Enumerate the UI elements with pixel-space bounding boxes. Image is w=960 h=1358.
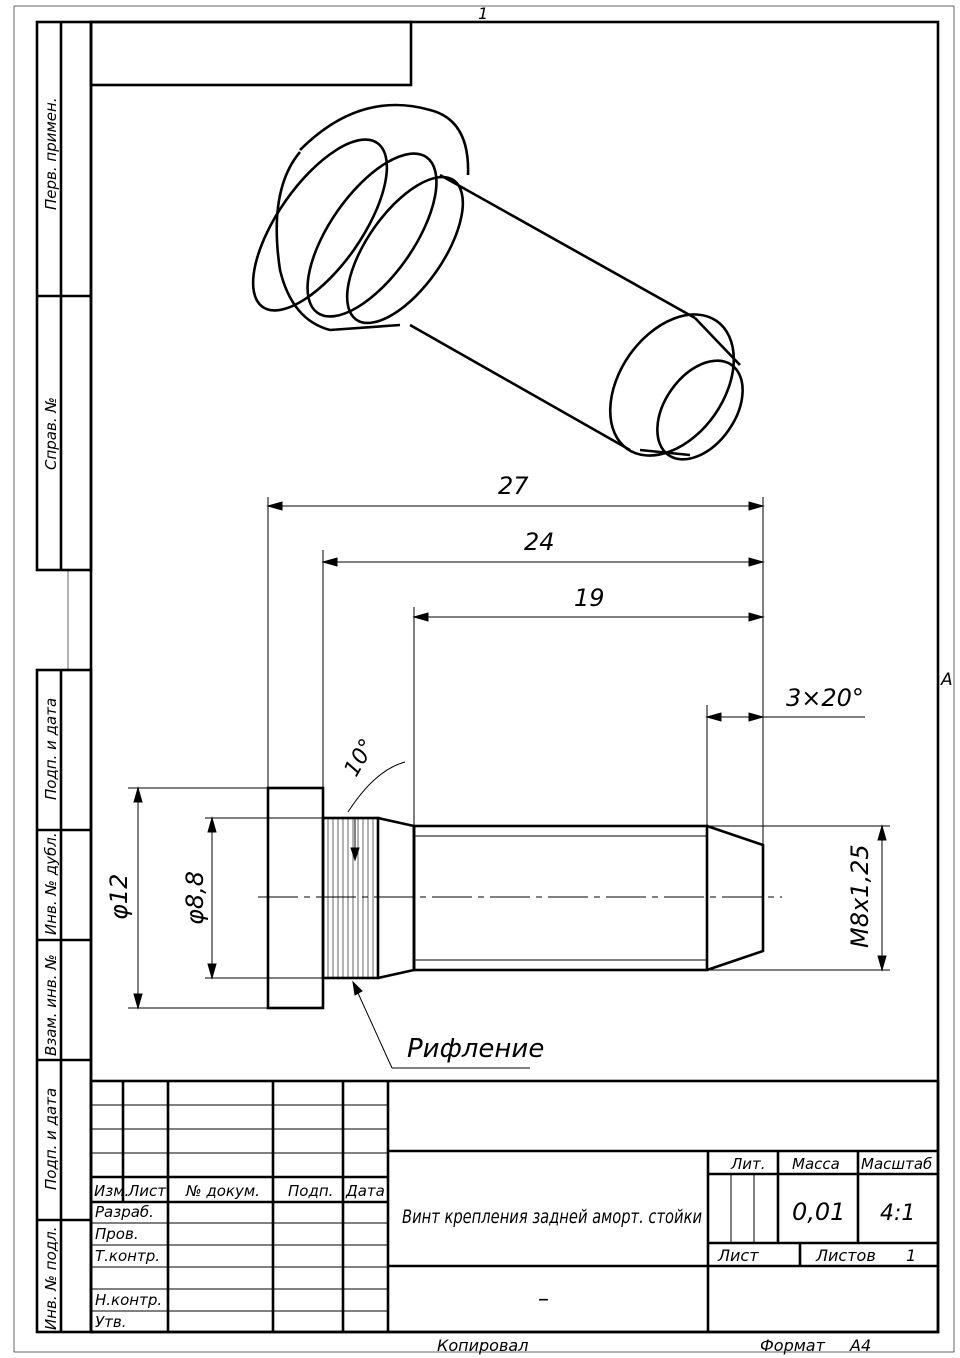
tb-col-izm: Изм. bbox=[94, 1182, 129, 1200]
side-podp-data-2: Подп. и дата bbox=[42, 1088, 60, 1190]
outer-trim-frame bbox=[13, 5, 955, 1353]
side-vzam-inv-no: Взам. инв. № bbox=[42, 954, 60, 1056]
tb-row-prov: Пров. bbox=[95, 1225, 139, 1243]
dim-length-24: 24 bbox=[524, 528, 555, 556]
dim-overall-length: 27 bbox=[498, 472, 529, 500]
tb-material: – bbox=[538, 1287, 549, 1312]
tb-row-nkontr: Н.контр. bbox=[95, 1291, 162, 1309]
dim-thread-length: 19 bbox=[574, 584, 605, 612]
tb-title: Винт крепления задней аморт. стойки bbox=[402, 1206, 702, 1228]
tb-row-utv: Утв. bbox=[95, 1313, 127, 1331]
tb-row-tkontr: Т.контр. bbox=[95, 1247, 160, 1265]
tb-col-doc-no: № докум. bbox=[185, 1182, 260, 1200]
sheet-copied-label: Копировал bbox=[437, 1336, 528, 1355]
sheet-right-letter: A bbox=[940, 670, 953, 690]
tb-mass-value: 0,01 bbox=[792, 1198, 845, 1226]
tb-sheets-label: Листов bbox=[815, 1246, 876, 1265]
front-view bbox=[258, 786, 782, 1010]
tb-col-data: Дата bbox=[345, 1182, 385, 1200]
sheet-format-value: A4 bbox=[849, 1336, 871, 1355]
tb-scale-label: Масштаб bbox=[861, 1155, 932, 1173]
threaded-shank bbox=[412, 824, 709, 972]
tb-col-podp: Подп. bbox=[288, 1182, 333, 1200]
dim-diameter-knurl: φ8,8 bbox=[181, 871, 209, 925]
tb-row-razrab: Разраб. bbox=[95, 1203, 154, 1221]
knurl-note: Рифление bbox=[407, 1034, 544, 1064]
dim-diameter-head: φ12 bbox=[105, 874, 133, 920]
side-podp-data-1: Подп. и дата bbox=[42, 698, 60, 800]
side-sprav-no: Справ. № bbox=[42, 397, 60, 470]
side-inv-no-podl: Инв. № подл. bbox=[42, 1227, 60, 1330]
side-stamp: Перв. примен. Справ. № Подп. и дата Инв.… bbox=[35, 20, 93, 1334]
dim-angle: 10° bbox=[340, 735, 381, 781]
top-left-extra-box bbox=[89, 20, 413, 87]
knurl-hatch bbox=[327, 818, 374, 978]
side-perv-primen: Перв. примен. bbox=[42, 97, 60, 210]
side-inv-no-dubl: Инв. № дубл. bbox=[42, 832, 60, 935]
dimension-lines bbox=[128, 497, 890, 1069]
dim-chamfer: 3×20° bbox=[786, 684, 864, 712]
knurled-section bbox=[321, 816, 380, 980]
tb-sheets-value: 1 bbox=[906, 1246, 916, 1265]
sheet-top-number: 1 bbox=[478, 4, 488, 23]
dim-thread: M8x1,25 bbox=[846, 844, 874, 948]
tb-col-list: Лист bbox=[127, 1182, 167, 1200]
tb-mass-label: Масса bbox=[792, 1155, 840, 1173]
title-block bbox=[89, 1079, 940, 1334]
drawing-frame bbox=[89, 20, 940, 1334]
screw-head bbox=[266, 786, 325, 1010]
tb-sheet-label: Лист bbox=[717, 1246, 759, 1265]
chamfer-end bbox=[706, 824, 765, 972]
sheet-format-label: Формат bbox=[760, 1336, 826, 1355]
isometric-view bbox=[251, 103, 744, 461]
tb-lit-label: Лит. bbox=[730, 1155, 766, 1173]
tb-scale-value: 4:1 bbox=[880, 1201, 915, 1226]
